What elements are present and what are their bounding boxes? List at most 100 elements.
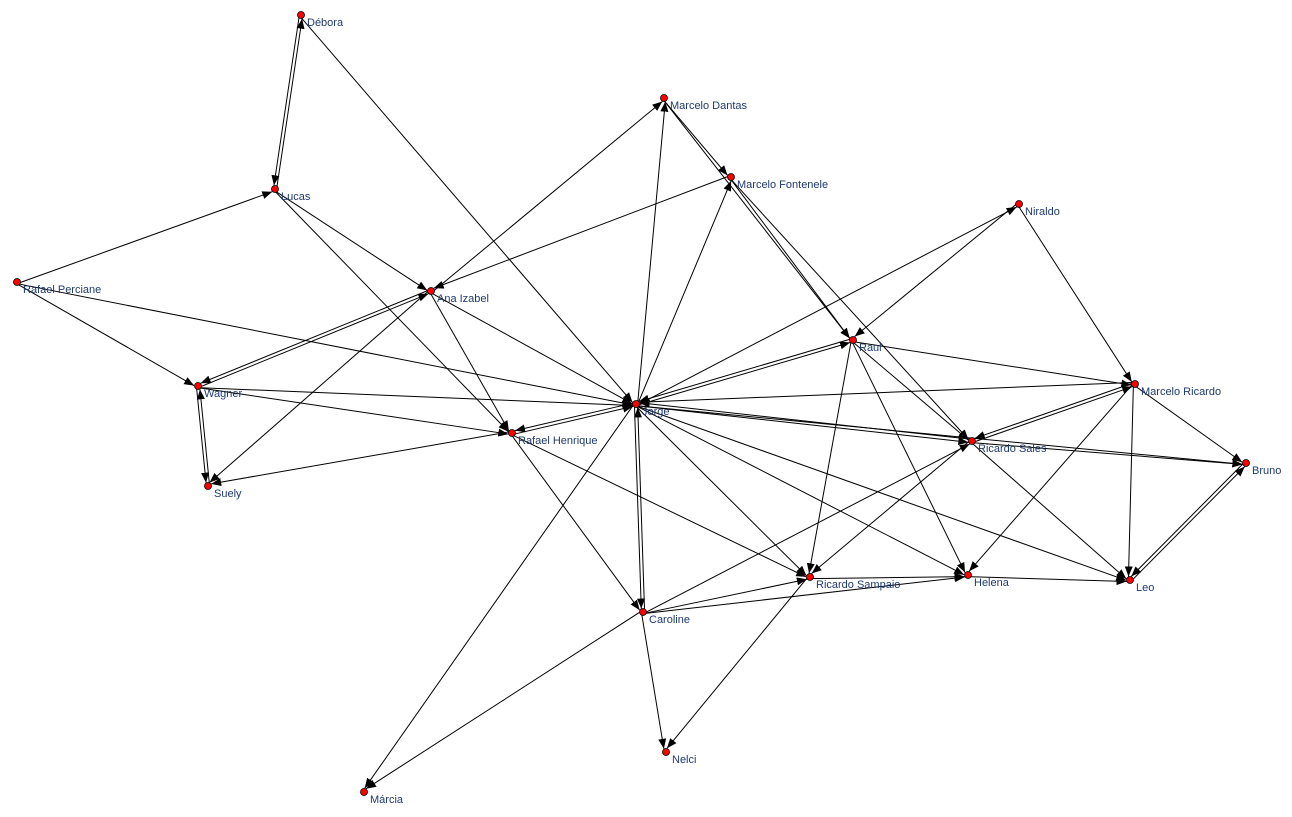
- node-dot[interactable]: [806, 573, 814, 581]
- edge-rafael_perciane-to-lucas: [17, 191, 273, 284]
- node-label: Wagner: [204, 388, 242, 400]
- edge-marcelo_fontenele-to-ricardo_sales: [729, 177, 969, 440]
- node-dot[interactable]: [1015, 200, 1023, 208]
- node-label: Rafael Perciane: [23, 284, 101, 296]
- edge-ana_izabel-to-rafael_henrique: [429, 291, 510, 432]
- node-dot[interactable]: [968, 437, 976, 445]
- edge-ricardo_sales-to-ricardo_sampaio: [811, 439, 972, 574]
- node-dot[interactable]: [360, 788, 368, 796]
- node-ana-izabel[interactable]: Ana Izabel: [427, 287, 489, 306]
- node-dot[interactable]: [727, 173, 735, 181]
- edge-niraldo-to-raul: [854, 202, 1019, 337]
- edge-wagner-to-jorge: [197, 387, 633, 410]
- node-marcelo-ricardo[interactable]: Marcelo Ricardo: [1131, 380, 1222, 399]
- edge-jorge-to-helena: [635, 404, 965, 576]
- edge-caroline-to-jorge: [634, 407, 646, 612]
- node-dot[interactable]: [204, 482, 212, 490]
- node-label: Helena: [974, 577, 1010, 589]
- edge-jorge-to-caroline: [633, 404, 645, 609]
- node-helena[interactable]: Helena: [964, 571, 1010, 590]
- node-lucas[interactable]: Lucas: [271, 185, 311, 204]
- node-marcelo-dantas[interactable]: Marcelo Dantas: [660, 94, 748, 113]
- node-ricardo-sales[interactable]: Ricardo Sales: [968, 437, 1047, 456]
- edge-rafael_henrique-to-ricardo_sampaio: [511, 433, 807, 578]
- edge-ana_izabel-to-wagner: [200, 289, 431, 384]
- edge-raul-to-helena: [851, 340, 966, 573]
- edge-ana_izabel-to-suely: [209, 289, 431, 483]
- node-rafael-henrique[interactable]: Rafael Henrique: [508, 429, 598, 448]
- node-dot[interactable]: [271, 185, 279, 193]
- node-dot[interactable]: [639, 608, 647, 616]
- edge-raul-to-ricardo_sales: [851, 340, 969, 441]
- node-label: Marcelo Dantas: [670, 100, 748, 112]
- edge-raul-to-marcelo_ricardo: [852, 341, 1132, 388]
- node-nelci[interactable]: Nelci: [662, 748, 697, 767]
- node-dot[interactable]: [660, 94, 668, 102]
- node-marcia[interactable]: Márcia: [360, 788, 404, 807]
- edge-bruno-to-leo: [1130, 461, 1246, 577]
- edge-marcelo_ricardo-to-leo: [1124, 383, 1134, 577]
- edge-caroline-to-nelci: [640, 612, 667, 749]
- edge-raul-to-jorge: [638, 337, 853, 403]
- node-dot[interactable]: [632, 400, 640, 408]
- node-label: Jorge: [642, 406, 670, 418]
- node-dot[interactable]: [508, 429, 516, 437]
- node-label: Suely: [214, 488, 242, 500]
- node-dot[interactable]: [964, 571, 972, 579]
- edge-jorge-to-ricardo_sales: [635, 405, 969, 446]
- edge-caroline-to-marcia: [365, 610, 643, 790]
- node-label: Raul: [859, 342, 882, 354]
- node-label: Rafael Henrique: [518, 435, 598, 447]
- node-dot[interactable]: [297, 11, 305, 19]
- node-marcelo-fontenele[interactable]: Marcelo Fontenele: [727, 173, 829, 192]
- edge-jorge-to-marcelo_dantas: [637, 101, 669, 405]
- node-caroline[interactable]: Caroline: [639, 608, 690, 627]
- node-dot[interactable]: [849, 336, 857, 344]
- node-label: Márcia: [370, 794, 404, 806]
- edge-marcelo_ricardo-to-ricardo_sales: [974, 382, 1135, 439]
- node-dot[interactable]: [194, 382, 202, 390]
- node-suely[interactable]: Suely: [204, 482, 243, 501]
- node-ricardo-sampaio[interactable]: Ricardo Sampaio: [806, 573, 901, 592]
- node-jorge[interactable]: Jorge: [632, 400, 670, 419]
- node-niraldo[interactable]: Niraldo: [1015, 200, 1060, 219]
- node-leo[interactable]: Leo: [1126, 576, 1155, 595]
- edge-wagner-to-rafael_henrique: [197, 387, 509, 437]
- node-label: Ricardo Sales: [978, 443, 1047, 455]
- edge-ricardo_sales-to-marcelo_ricardo: [972, 386, 1133, 443]
- node-dot[interactable]: [1242, 459, 1250, 467]
- node-bruno[interactable]: Bruno: [1242, 459, 1282, 478]
- edge-marcelo_ricardo-to-jorge: [639, 381, 1135, 406]
- node-debora[interactable]: Débora: [297, 11, 344, 30]
- node-dot[interactable]: [1131, 380, 1139, 388]
- edge-lucas-to-ana_izabel: [273, 189, 428, 291]
- node-dot[interactable]: [1126, 576, 1134, 584]
- edge-rafael_henrique-to-caroline: [510, 433, 641, 611]
- edge-suely-to-wagner: [196, 389, 211, 486]
- node-label: Niraldo: [1025, 206, 1060, 218]
- node-dot[interactable]: [427, 287, 435, 295]
- node-label: Ricardo Sampaio: [816, 579, 900, 591]
- node-dot[interactable]: [13, 278, 21, 286]
- edge-marcelo_fontenele-to-ana_izabel: [433, 175, 731, 289]
- node-rafael-perciane[interactable]: Rafael Perciane: [13, 278, 102, 297]
- edge-debora-to-jorge: [299, 15, 633, 403]
- edge-jorge-to-rafael_henrique: [514, 401, 636, 433]
- edge-ricardo_sales-to-bruno: [971, 442, 1243, 468]
- node-label: Bruno: [1252, 465, 1281, 477]
- edge-jorge-to-leo: [635, 405, 1127, 581]
- node-label: Marcelo Fontenele: [737, 179, 828, 191]
- edge-raul-to-ricardo_sampaio: [806, 339, 852, 574]
- edge-debora-to-lucas: [271, 14, 300, 186]
- node-dot[interactable]: [662, 748, 670, 756]
- edge-ana_izabel-to-marcelo_dantas: [431, 101, 663, 293]
- node-raul[interactable]: Raul: [849, 336, 882, 355]
- edge-caroline-to-helena: [643, 574, 965, 615]
- edge-lucas-to-debora: [276, 18, 305, 190]
- node-wagner[interactable]: Wagner: [194, 382, 243, 401]
- edge-ricardo_sampaio-to-helena: [810, 572, 965, 581]
- edge-marcelo_dantas-to-marcelo_fontenele: [662, 98, 728, 176]
- edge-ricardo_sampaio-to-nelci: [666, 575, 810, 749]
- edge-leo-to-bruno: [1130, 466, 1246, 582]
